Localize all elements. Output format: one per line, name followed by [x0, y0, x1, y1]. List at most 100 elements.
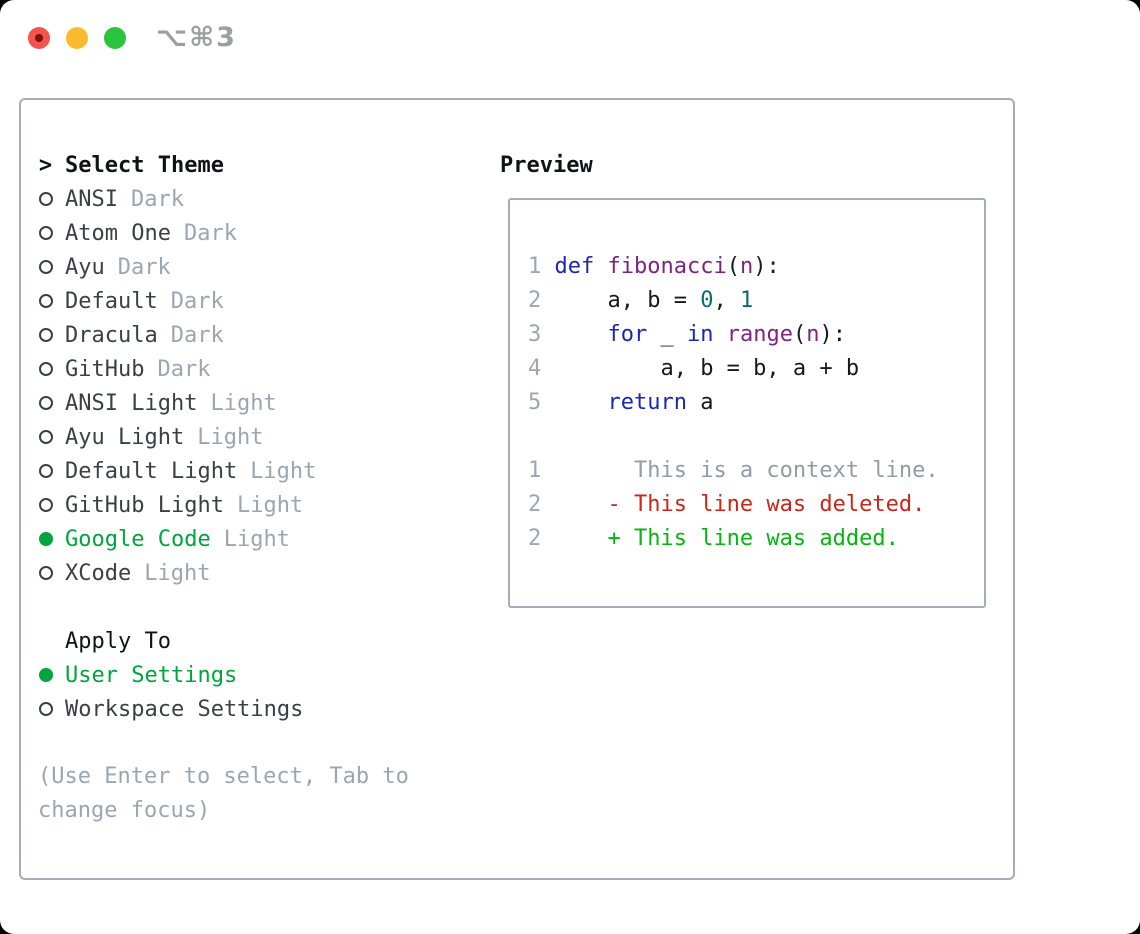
option-variant-tag: Light: [210, 390, 277, 416]
diff-line: 1 This is a context line.: [528, 453, 984, 487]
code-segment-plain: [713, 322, 726, 347]
select-theme-header: > Select Theme: [38, 148, 409, 182]
code-segment-keyword: def: [554, 253, 595, 279]
code-block: 1 def fibonacci(n): 2 a, b = 0, 1 3 for _ …: [528, 249, 984, 419]
radio-unselected-icon: [38, 702, 53, 716]
radio-unselected-icon: [38, 498, 53, 512]
radio-unselected-icon: [38, 396, 53, 410]
code-segment-plain: a: [686, 389, 714, 415]
option-label: Workspace Settings: [65, 696, 304, 722]
line-number: 5: [528, 389, 555, 415]
close-button[interactable]: [28, 26, 50, 49]
radio-unselected-icon: [38, 430, 53, 444]
preview-box: 1 def fibonacci(n): 2 a, b = 0, 1 3 for _ …: [508, 198, 986, 608]
unsaved-dot-icon: [35, 33, 43, 42]
option-variant-tag: Light: [197, 424, 264, 450]
option-variant-tag: Light: [144, 560, 211, 586]
code-segment-plain: ):: [753, 253, 780, 279]
option-label: GitHub Light: [65, 492, 224, 518]
window-title: ⌥⌘3: [156, 22, 237, 53]
radio-selected-icon: [38, 532, 53, 546]
line-number: 2: [528, 491, 555, 517]
code-segment-plain: (: [792, 321, 807, 347]
option-label: User Settings: [65, 662, 238, 688]
radio-unselected-icon: [38, 464, 53, 478]
option-label: Default: [65, 288, 158, 314]
apply-option-user-settings[interactable]: User Settings: [38, 658, 409, 692]
code-segment-added: + This line was added.: [554, 525, 899, 551]
keyboard-hint: (Use Enter to select, Tab to change focu…: [38, 764, 409, 823]
option-variant-tag: Light: [236, 492, 304, 518]
code-segment-keyword: in: [686, 321, 714, 347]
theme-option-github-light[interactable]: GitHub Light Light: [38, 488, 409, 522]
code-segment-plain: ,: [713, 287, 740, 313]
radio-unselected-icon: [38, 566, 53, 580]
select-theme-heading: Select Theme: [65, 152, 224, 178]
code-line: 3 for _ in range(n):: [528, 317, 984, 351]
theme-option-default[interactable]: Default Dark: [38, 284, 409, 318]
code-segment-title: n: [806, 321, 820, 347]
maximize-button[interactable]: [104, 26, 126, 49]
radio-unselected-icon: [38, 192, 53, 206]
option-label: Ayu: [65, 254, 105, 280]
code-segment-keyword: return: [607, 389, 687, 415]
line-number: 2: [528, 525, 555, 551]
code-segment-title: range: [726, 321, 793, 347]
code-segment-plain: a, b =: [554, 287, 701, 313]
diff-block: 1 This is a context line.2 - This line w…: [528, 453, 984, 555]
line-number: 3: [528, 321, 555, 347]
line-number: 1: [528, 457, 555, 483]
option-label: Default Light: [65, 458, 238, 484]
theme-option-ansi-light[interactable]: ANSI Light Light: [38, 386, 409, 420]
apply-option-workspace-settings[interactable]: Workspace Settings: [38, 692, 409, 726]
radio-unselected-icon: [38, 260, 53, 274]
option-label: XCode: [65, 560, 132, 586]
code-segment-number: 0: [700, 287, 714, 313]
option-variant-tag: Dark: [157, 356, 211, 382]
radio-unselected-icon: [38, 362, 53, 376]
line-number: 2: [528, 287, 555, 313]
option-variant-tag: Light: [250, 458, 317, 484]
option-label: Google Code: [65, 526, 211, 552]
line-number: 1: [528, 253, 555, 279]
diff-line: 2 - This line was deleted.: [528, 487, 984, 521]
traffic-lights: [28, 26, 126, 49]
spacer: [38, 726, 409, 760]
minimize-button[interactable]: [66, 26, 88, 49]
code-line: 4 a, b = b, a + b: [528, 351, 984, 385]
code-line: 1 def fibonacci(n):: [528, 249, 984, 283]
radio-unselected-icon: [38, 294, 53, 308]
option-variant-tag: Dark: [183, 220, 237, 246]
code-segment-plain: [555, 322, 608, 347]
theme-option-default-light[interactable]: Default Light Light: [38, 454, 409, 488]
code-line: 5 return a: [528, 385, 984, 419]
option-variant-tag: Dark: [170, 288, 224, 314]
theme-option-ayu-light[interactable]: Ayu Light Light: [38, 420, 409, 454]
spacer: [528, 419, 984, 453]
option-label: Ayu Light: [65, 424, 185, 450]
code-segment-deleted: - This line was deleted.: [554, 491, 926, 517]
option-label: ANSI Light: [65, 390, 198, 416]
theme-option-google-code[interactable]: Google Code Light: [38, 522, 409, 556]
preview-column: Preview 1 def fibonacci(n):2 a, b = 0, 1…: [500, 148, 986, 608]
radio-unselected-icon: [38, 328, 53, 342]
option-variant-tag: Light: [223, 526, 290, 552]
theme-option-xcode[interactable]: XCode Light: [38, 556, 409, 590]
apply-to-heading: Apply To: [65, 628, 171, 654]
code-segment-plain: [555, 390, 608, 415]
code-segment-plain: [594, 254, 607, 279]
option-variant-tag: Dark: [130, 186, 184, 212]
code-segment-title: n: [739, 253, 754, 279]
option-variant-tag: Dark: [170, 322, 224, 348]
code-segment-keyword: for: [607, 321, 648, 347]
